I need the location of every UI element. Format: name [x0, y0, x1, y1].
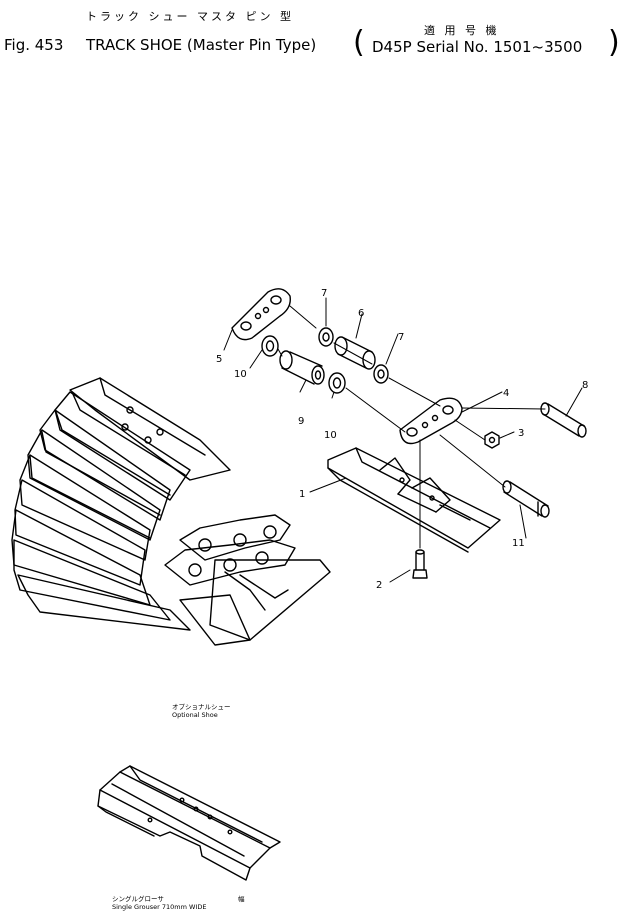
- part-11-pin: [502, 480, 550, 518]
- part-4-master-link: [399, 397, 463, 445]
- part-8-master-pin: [540, 402, 587, 438]
- callout-10-mid: 10: [324, 430, 337, 441]
- part-5-master-link: [231, 288, 291, 341]
- right-paren: ): [608, 25, 620, 60]
- callout-1: 1: [299, 489, 305, 500]
- callout-7-top: 7: [321, 288, 327, 299]
- optional-shoe-caption-jp: オプショナルシュー: [172, 703, 231, 711]
- callout-7-right: 7: [398, 332, 404, 343]
- left-paren: (: [353, 25, 365, 60]
- part-9-bushing: [279, 350, 325, 385]
- track-assembly: [11, 377, 331, 646]
- single-grouser-caption: Single Grouser 710mm WIDE: [112, 903, 207, 911]
- part-1-shoe: [327, 447, 501, 553]
- single-grouser-caption-jp: シングルグローサ: [112, 895, 164, 903]
- part-6-bushing: [334, 336, 376, 370]
- serial-japanese: 適 用 号 機: [424, 24, 500, 37]
- optional-shoe-drawing: [97, 765, 281, 881]
- part-3-nut: [484, 431, 500, 449]
- callout-3: 3: [518, 428, 524, 439]
- title-japanese: トラック シュー マスタ ピン 型: [86, 10, 294, 23]
- callout-8: 8: [582, 380, 588, 391]
- callout-9: 9: [298, 416, 304, 427]
- callout-4: 4: [503, 388, 509, 399]
- page-title: TRACK SHOE (Master Pin Type): [86, 36, 317, 54]
- single-grouser-width-jp: 幅: [238, 895, 245, 903]
- optional-shoe-caption: Optional Shoe: [172, 711, 218, 719]
- part-7-spacer: [318, 327, 334, 347]
- callout-10-left: 10: [234, 369, 247, 380]
- leader-lines: [223, 297, 583, 583]
- figure-number: Fig. 453: [4, 36, 64, 54]
- part-7-spacer-b: [373, 364, 389, 384]
- part-10-seal: [261, 335, 279, 357]
- part-2-shoe-bolt: [412, 549, 428, 579]
- part-10-seal-b: [328, 372, 346, 394]
- callout-6: 6: [358, 308, 364, 319]
- guide-lines: [277, 305, 546, 549]
- callout-2: 2: [376, 580, 382, 591]
- callout-11: 11: [512, 538, 525, 549]
- serial-range: D45P Serial No. 1501~3500: [372, 38, 583, 56]
- callout-5: 5: [216, 354, 222, 365]
